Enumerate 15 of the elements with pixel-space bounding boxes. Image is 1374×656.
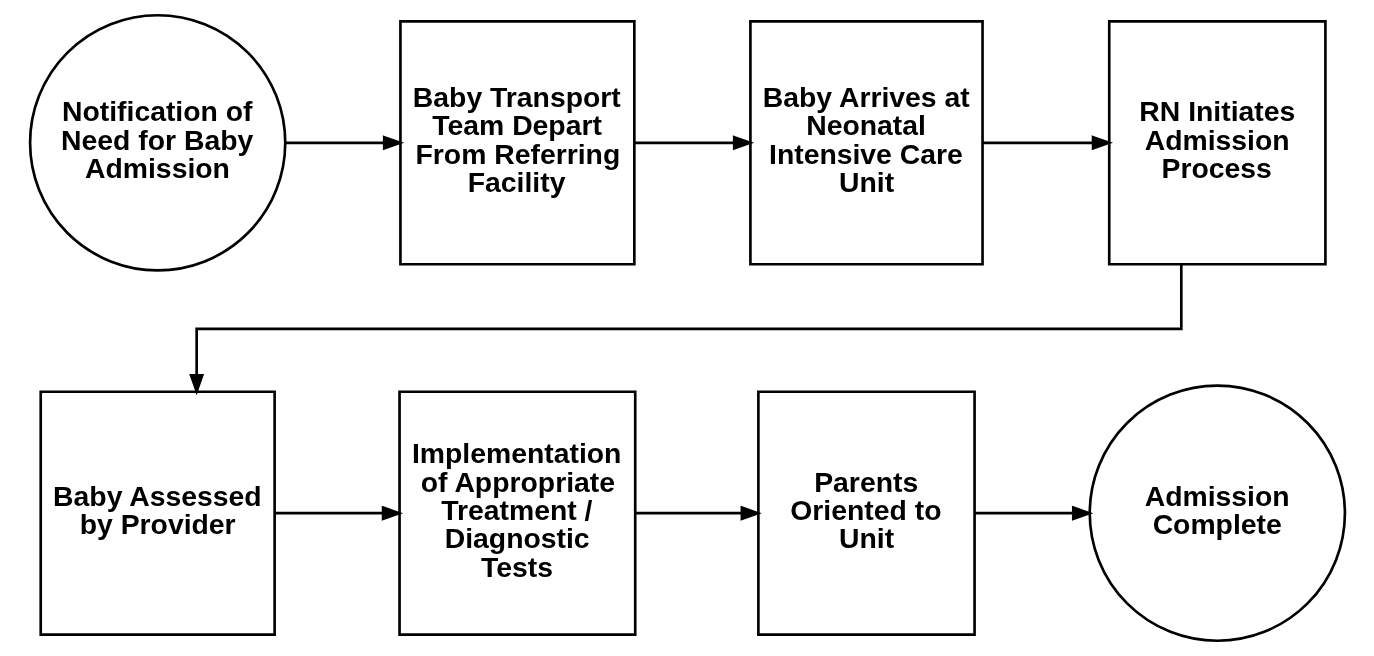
arrow (285, 135, 404, 151)
node-circle: Notification of Need for Baby Admission (28, 13, 287, 272)
arrow (982, 135, 1113, 151)
arrow (188, 264, 1183, 396)
arrow (635, 505, 762, 521)
node-box: Parents Oriented to Unit (756, 390, 976, 636)
node-circle: Admission Complete (1087, 384, 1346, 643)
arrow (974, 505, 1093, 521)
node-box: Baby Transport Team Depart From Referring Facility (398, 20, 636, 266)
arrow (274, 505, 403, 521)
node-box: Baby Arrives at Neonatal Intensive Care Unit (748, 20, 984, 266)
node-box: RN Initiates Admission Process (1107, 20, 1327, 266)
arrow (634, 135, 754, 151)
node-box: Implementation of Appropriate Treatment / Diagnostic Tests (397, 390, 637, 636)
node-box: Baby Assessed by Provider (38, 390, 276, 636)
